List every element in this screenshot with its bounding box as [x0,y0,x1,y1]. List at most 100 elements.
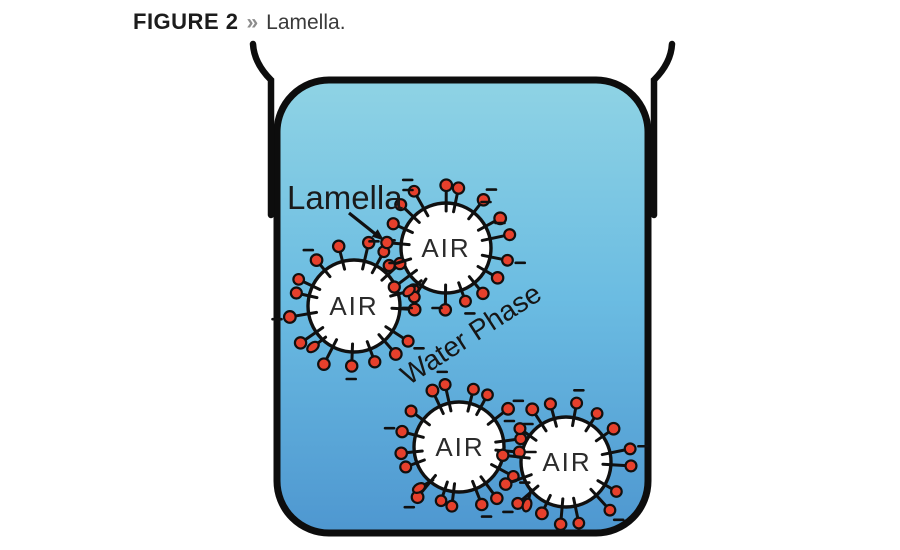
free-surfactant [306,335,328,354]
surfactant-layer [271,178,649,532]
surfactant-tail [457,281,466,299]
surfactant-head [388,347,403,361]
surfactant-tail [299,292,319,300]
surfactant-head [292,272,306,286]
surfactant-tail [440,480,449,498]
lamella-label: Lamella [287,179,403,216]
surfactant-tail [350,342,355,364]
surfactant-tail [486,410,507,426]
surfactant-tail [542,493,552,511]
surfactant-head [623,442,637,456]
surfactant-tail [490,463,511,476]
surfactant-head [394,446,409,461]
surfactant-tail [594,429,612,443]
surfactant-tail [384,325,406,341]
surfactant-tail [361,245,370,271]
surfactant-tail [476,218,498,232]
surfactant-head [368,355,382,369]
surfactant-head [438,377,452,392]
free-surfactant [411,478,435,494]
surfactant-tail [467,275,482,292]
figure-caption: Lamella. [266,11,346,34]
surfactant-head [501,253,514,267]
surfactant-tail [533,411,548,433]
surfactant-tail [471,479,482,502]
surfactant-tail [292,310,319,318]
surfactant-head [387,280,401,294]
surfactant-head [490,271,505,285]
surfactant-head [399,460,413,474]
surfactant-tail [572,496,580,521]
surfactant-tail [408,458,426,467]
surfactant-tail [589,487,609,509]
surfactant-tail [377,333,395,353]
surfactant-tail [302,326,325,342]
surfactant-tail [550,406,558,428]
surfactant-tail [475,397,487,417]
surfactant-tail [584,415,597,433]
surfactant-tail [559,497,565,522]
surfactant-head [481,388,494,402]
surfactant-head [434,494,448,508]
surfactant-tail [466,392,474,413]
surfactant-tail [365,340,375,360]
surfactant-head [344,359,359,373]
surfactant-tail [338,249,347,271]
surfactant-head [553,517,568,532]
surfactant-head [289,286,303,300]
surfactant-head [407,302,422,317]
surfactant-head [395,424,409,439]
surfactant-tail [404,449,424,455]
surfactant-head [572,516,586,530]
surfactant-head [380,235,394,250]
surfactant-head [525,402,540,417]
surfactant-head [331,239,346,254]
surfactant-head [513,422,527,436]
surfactant-head [445,499,459,513]
surfactant-tail [324,338,339,362]
surfactant-head [490,491,504,506]
surfactant-head [439,178,454,193]
surfactant-tail [467,201,483,221]
surfactant-head [425,383,440,398]
surfactant-tail [404,431,425,439]
surfactant-tail [494,437,518,444]
surfactant-tail [571,406,578,428]
air-label: AIR [329,291,378,321]
surfactant-head [386,217,400,231]
surfactant-tail [450,482,457,504]
surfactant-head [404,404,418,418]
surfactant-tail [508,473,533,485]
surfactant-tail [480,234,507,242]
surfactant-head [476,286,490,301]
surfactant-head [475,497,489,512]
surfactant-head [394,198,408,212]
surfactant-head [382,258,396,273]
surfactant-head [543,397,557,411]
air-label: AIR [435,432,484,462]
surfactant-tail [396,268,418,286]
beaker-right-wall [650,40,676,219]
surfactant-head [401,334,415,348]
air-label: AIR [542,447,591,477]
surfactant-head [361,235,376,250]
surfactant-head [317,357,331,372]
surfactant-tail [476,265,496,278]
air-bubble [519,415,613,509]
surfactant-tail [415,277,428,295]
beaker-left-wall [249,40,275,219]
surfactant-tail [505,454,531,460]
surfactant-tail [370,254,384,275]
surfactant-tail [479,475,496,497]
air-bubble [306,258,402,354]
surfactant-head [570,396,584,410]
surfactant-head [590,407,604,420]
surfactant-tail [596,479,615,491]
surfactant-tail [395,224,414,235]
surfactant-head [501,401,515,416]
surfactant-tail [389,241,411,247]
surfactant-tail [452,190,460,214]
surfactant-head [624,459,638,473]
